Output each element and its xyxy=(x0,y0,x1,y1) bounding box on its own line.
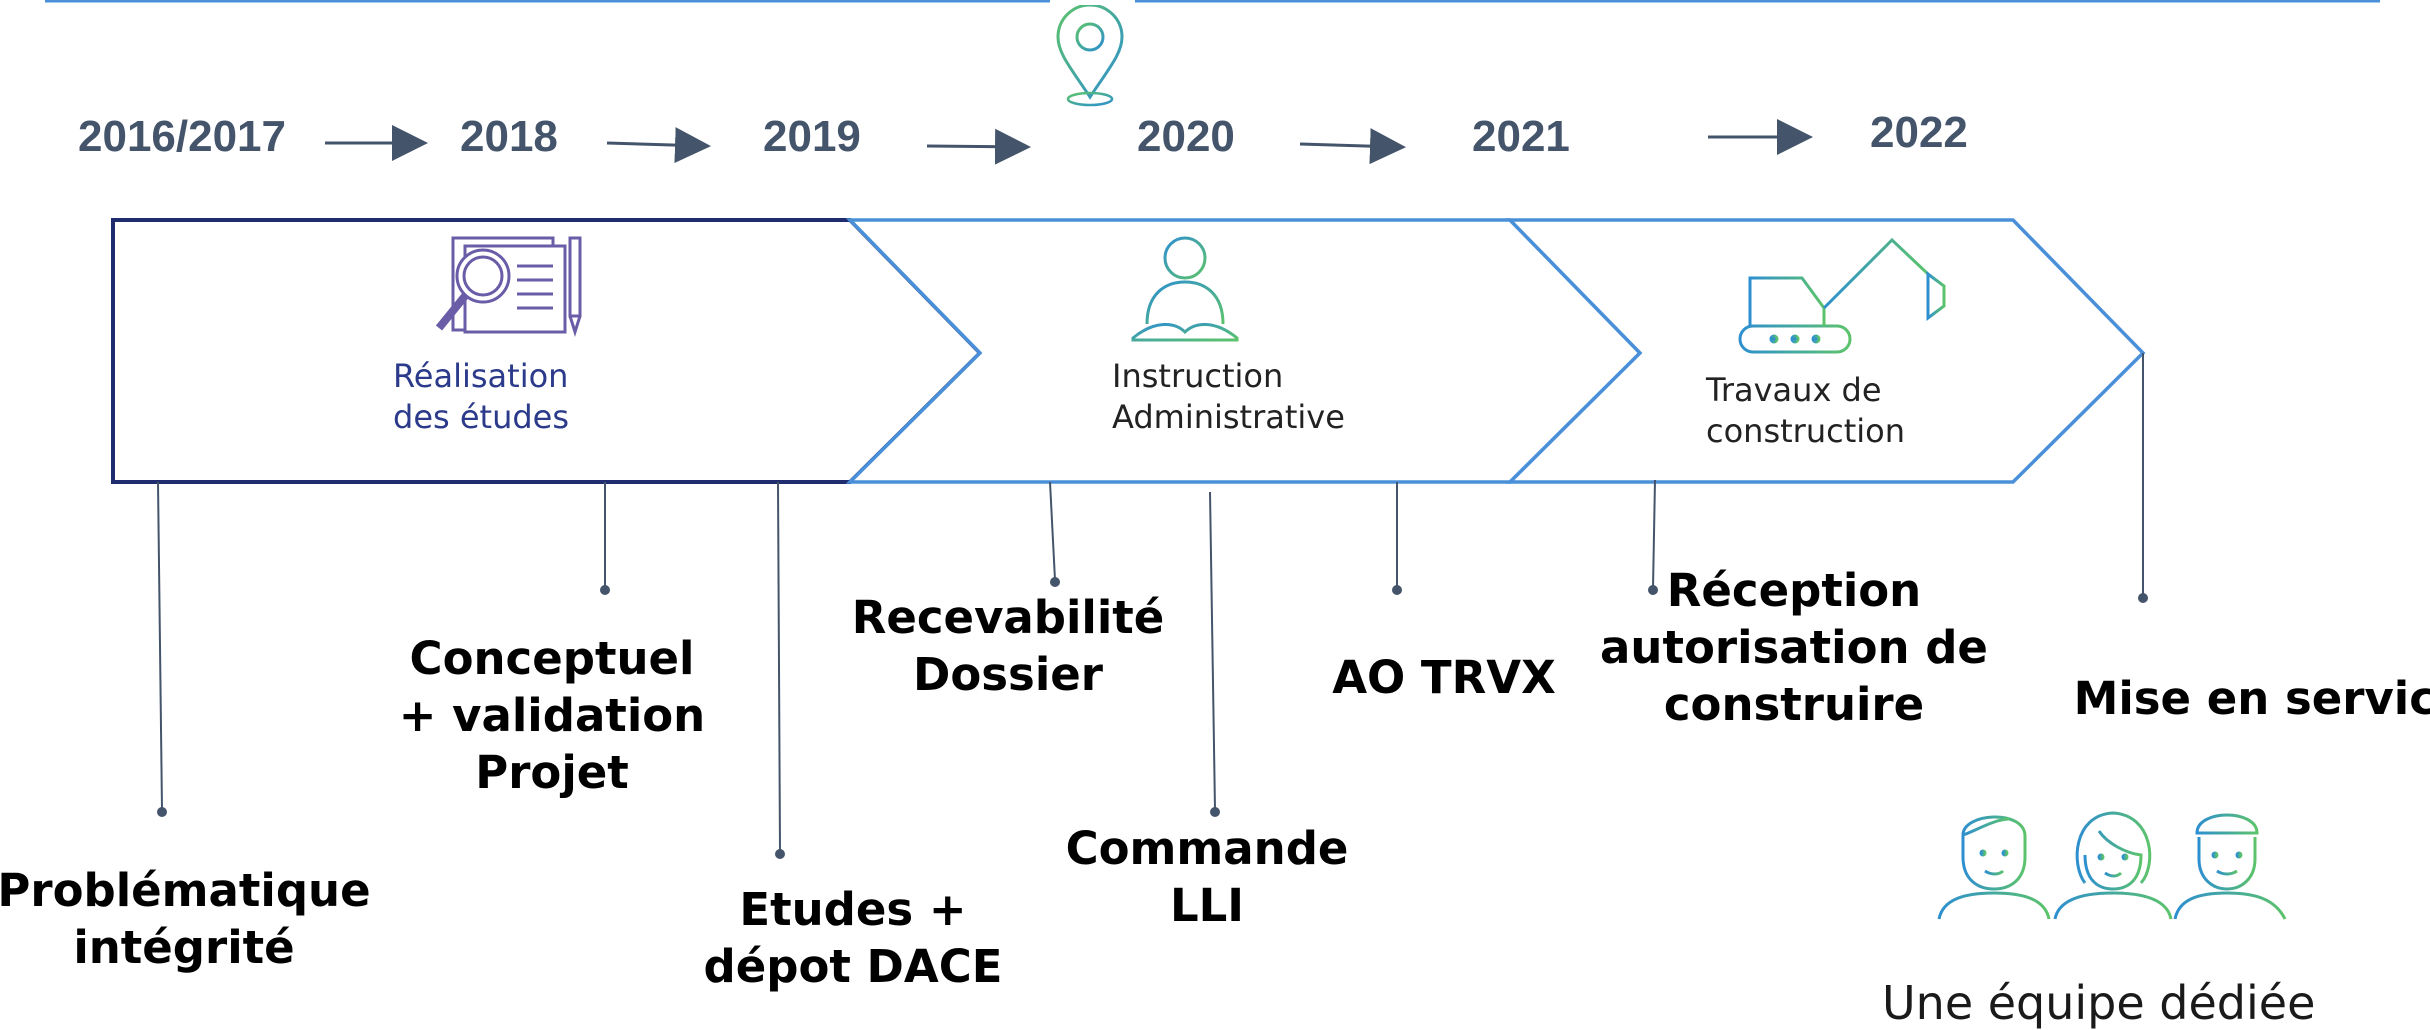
milestone-recevabilite-line1: Recevabilité xyxy=(851,591,1165,644)
team-caption: Une équipe dédiée xyxy=(1882,976,2316,1030)
milestone-ao-trvx-line1: AO TRVX xyxy=(1332,651,1556,704)
connector-etudes xyxy=(777,481,781,853)
connector-reception xyxy=(1652,479,1656,589)
milestone-reception-line2: autorisation de xyxy=(1600,621,1988,674)
milestone-reception: Réception autorisation de construire xyxy=(1600,562,1988,733)
milestone-commande-line2: LLI xyxy=(1169,879,1245,932)
phase-1-label: Réalisation des études xyxy=(393,356,569,438)
milestone-conceptuel: Conceptuel + validation Projet xyxy=(399,630,705,801)
phase-2-label-line1: Instruction xyxy=(1112,357,1284,395)
phase-3-label: Travaux de construction xyxy=(1706,370,1905,452)
year-label-2019: 2019 xyxy=(763,112,861,161)
phase-3-label-line1: Travaux de xyxy=(1706,371,1882,409)
milestone-conceptuel-line1: Conceptuel xyxy=(409,632,695,685)
document-magnifier-icon xyxy=(435,236,582,338)
milestone-conceptuel-line2: + validation xyxy=(398,689,706,742)
milestone-mise-en-service-line1: Mise en service xyxy=(2073,672,2430,725)
arrow-2019-2020 xyxy=(926,128,1031,165)
milestone-etudes: Etudes + dépot DACE xyxy=(704,881,1003,995)
connector-problematique xyxy=(157,481,163,811)
reader-book-icon xyxy=(1131,236,1239,342)
milestone-commande: Commande LLI xyxy=(1066,820,1349,934)
milestone-ao-trvx: AO TRVX xyxy=(1332,649,1556,706)
milestone-recevabilite: Recevabilité Dossier xyxy=(852,589,1165,703)
year-label-2020: 2020 xyxy=(1137,112,1235,161)
phase-2-label-line2: Administrative xyxy=(1112,398,1345,436)
connector-recevabilite xyxy=(1049,481,1056,581)
year-label-2018: 2018 xyxy=(460,112,558,161)
milestone-conceptuel-line3: Projet xyxy=(475,746,629,799)
milestone-etudes-line1: Etudes + xyxy=(739,883,967,936)
year-arrows xyxy=(325,119,1813,165)
location-pin-icon xyxy=(1056,5,1124,107)
milestone-problematique-line2: intégrité xyxy=(73,921,295,974)
milestone-reception-line3: construire xyxy=(1663,678,1925,731)
milestone-mise-en-service: Mise en service xyxy=(2074,670,2430,727)
phase-2-label: Instruction Administrative xyxy=(1112,356,1345,438)
phase-1-label-line1: Réalisation xyxy=(393,357,569,395)
milestone-problematique: Problématique intégrité xyxy=(0,862,371,976)
milestone-problematique-line1: Problématique xyxy=(0,864,371,917)
milestone-reception-line1: Réception xyxy=(1666,564,1922,617)
connector-commande xyxy=(1209,491,1216,811)
top-rule xyxy=(45,0,2380,3)
year-label-2022: 2022 xyxy=(1870,108,1968,157)
milestone-etudes-line2: dépot DACE xyxy=(703,940,1003,993)
excavator-icon xyxy=(1738,238,1946,354)
phase-3-label-line2: construction xyxy=(1706,412,1905,450)
milestone-recevabilite-line2: Dossier xyxy=(913,648,1103,701)
year-label-2021: 2021 xyxy=(1472,112,1570,161)
team-people-icon xyxy=(1937,805,2287,920)
arrow-2018-2019 xyxy=(606,127,711,164)
milestone-commande-line1: Commande xyxy=(1065,822,1349,875)
arrow-2020-2021 xyxy=(1299,128,1406,165)
year-label-2016-2017: 2016/2017 xyxy=(78,112,286,161)
phase-1-label-line2: des études xyxy=(393,398,570,436)
